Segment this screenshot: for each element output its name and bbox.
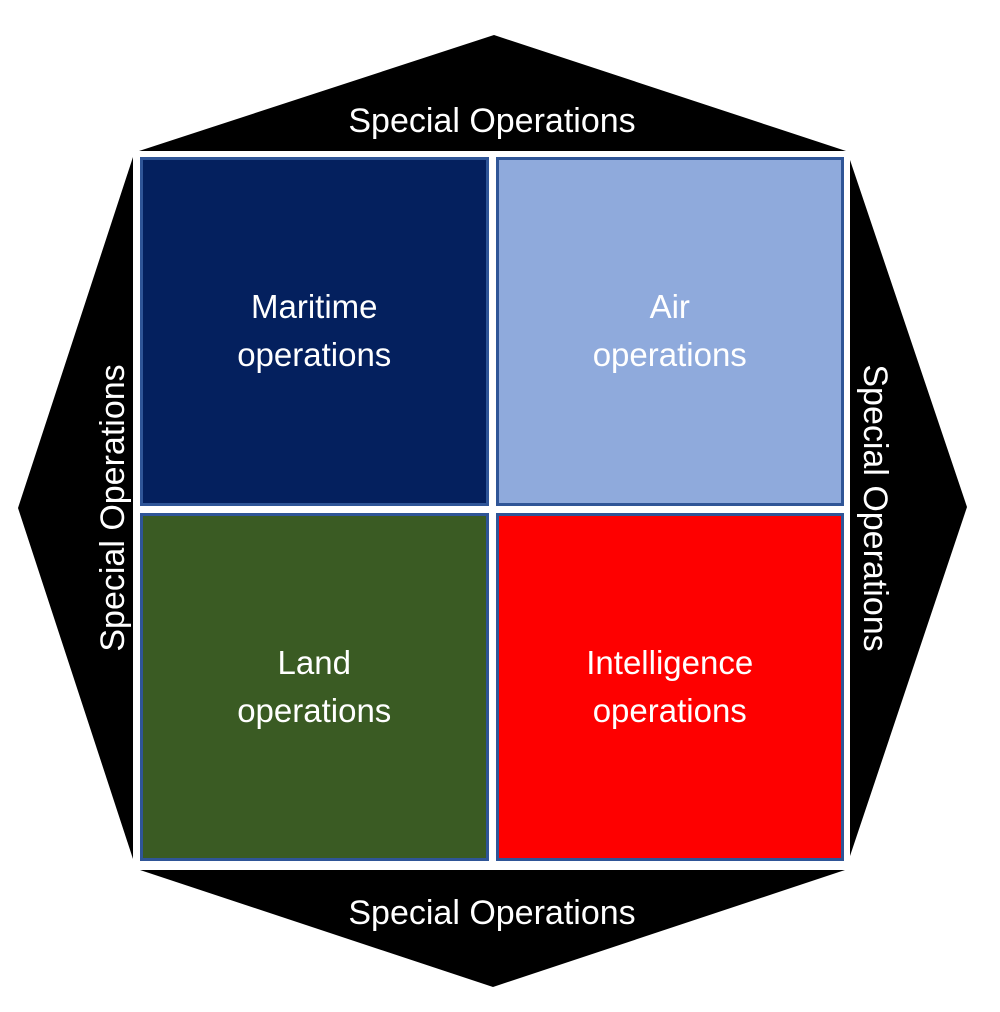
octagon-top-segment: [139, 35, 846, 151]
quadrant-label-intelligence: Intelligence operations: [586, 643, 754, 729]
edge-label-top: Special Operations: [348, 102, 636, 140]
quadrant-label-land: Land operations: [237, 643, 392, 729]
quadrant-intelligence: Intelligence operations: [495, 512, 844, 861]
quadrant-grid: Maritime operations Air operations Land …: [134, 151, 850, 867]
edge-label-bottom: Special Operations: [348, 894, 636, 932]
octagon-left-segment: [18, 157, 133, 859]
quadrant-air: Air operations: [495, 157, 844, 506]
quadrant-maritime: Maritime operations: [140, 157, 489, 506]
quadrant-land: Land operations: [140, 512, 489, 861]
quadrant-label-air: Air operations: [592, 288, 747, 374]
quadrant-label-maritime: Maritime operations: [237, 288, 392, 374]
edge-label-left: Special Operations: [94, 364, 132, 652]
edge-label-right: Special Operations: [856, 364, 894, 652]
octagon-right-segment: [849, 157, 967, 859]
octagon-bottom-segment: [140, 870, 845, 987]
